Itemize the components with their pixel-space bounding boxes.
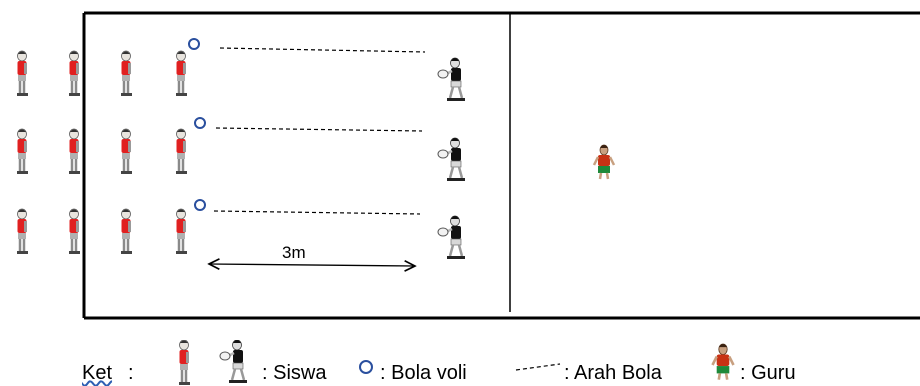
teacher-figure xyxy=(592,144,616,180)
legend-receiver-figure xyxy=(219,340,247,383)
legend-ket-colon: : xyxy=(128,362,134,384)
legend-bola-voli: : Bola voli xyxy=(380,362,467,384)
student-rows xyxy=(17,50,187,254)
legend-dashed-line-icon xyxy=(515,363,561,371)
receiver-1 xyxy=(437,57,465,101)
legend-arah-bola: : Arah Bola xyxy=(564,362,662,384)
court-drawing xyxy=(17,11,920,320)
student-r2-c3 xyxy=(121,128,132,174)
ball-direction-line-1 xyxy=(219,47,426,53)
student-r2-c4 xyxy=(176,128,187,174)
legend-ball-icon xyxy=(359,360,373,374)
legend-siswa: : Siswa xyxy=(262,362,327,384)
distance-arrow xyxy=(209,264,415,266)
student-r1-c1 xyxy=(17,50,28,96)
student-r3-c1 xyxy=(17,208,28,254)
ball-direction-line-2 xyxy=(215,127,423,132)
legend-student-figure xyxy=(179,340,190,385)
volleyball-1 xyxy=(188,38,200,50)
distance-label: 3m xyxy=(282,243,306,262)
teacher xyxy=(592,144,616,180)
volleyball-3 xyxy=(194,199,206,211)
legend: Ket : : Siswa : Bola voli : Arah Bola : … xyxy=(0,340,920,386)
student-r1-c4 xyxy=(176,50,187,96)
legend-siswa-icons xyxy=(179,340,247,385)
student-r3-c2 xyxy=(69,208,80,254)
volleyball-2 xyxy=(194,117,206,129)
receiver-column xyxy=(437,57,465,259)
legend-guru: : Guru xyxy=(740,362,796,384)
legend-teacher-figure xyxy=(711,343,735,380)
student-r2-c2 xyxy=(69,128,80,174)
student-r3-c4 xyxy=(176,208,187,254)
receiver-2 xyxy=(437,137,465,181)
ball-direction-line-3 xyxy=(213,210,421,215)
receiver-3 xyxy=(437,215,465,259)
student-r1-c3 xyxy=(121,50,132,96)
student-r1-c2 xyxy=(69,50,80,96)
legend-ket: Ket xyxy=(82,362,113,384)
student-r2-c1 xyxy=(17,128,28,174)
student-r3-c3 xyxy=(121,208,132,254)
legend-teacher-icon xyxy=(711,343,735,380)
